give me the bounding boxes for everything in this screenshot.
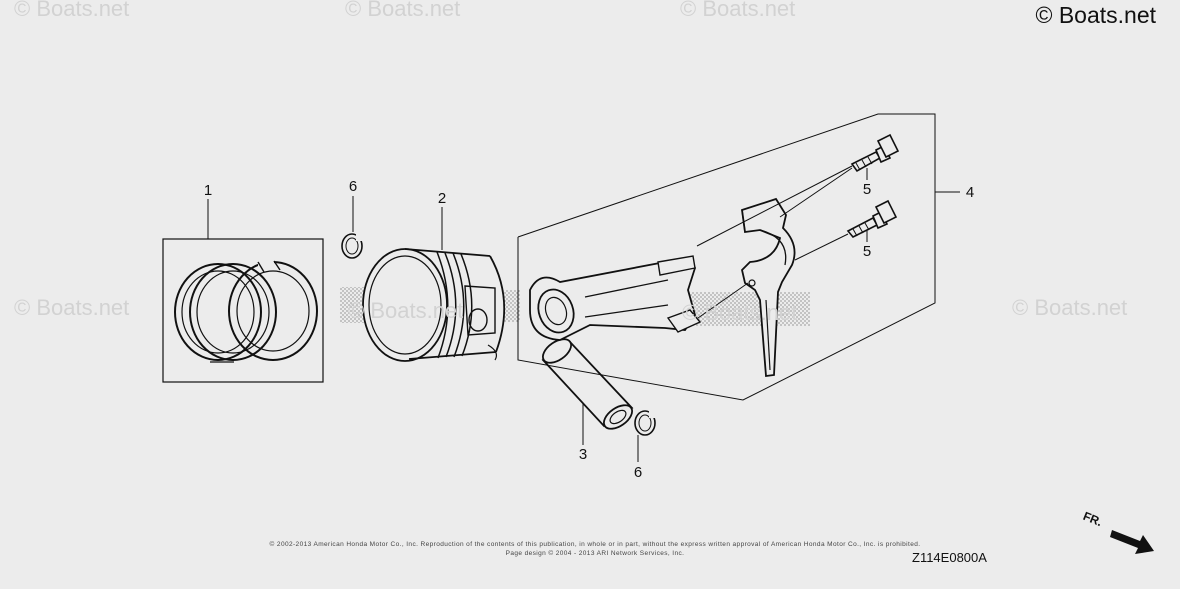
watermark-mid-right: © Boats.net [1012, 295, 1128, 320]
rod-bolt-upper[interactable] [850, 133, 900, 173]
diagram-code: Z114E0800A [912, 550, 987, 565]
watermark-top-center: © Boats.net [345, 0, 461, 21]
callout-6-upper[interactable]: 6 [348, 178, 358, 195]
callout-1[interactable]: 1 [203, 182, 213, 199]
watermark-mid-left: © Boats.net [14, 295, 130, 320]
piston-ring-set[interactable] [162, 238, 324, 383]
watermark-top-right: © Boats.net [680, 0, 796, 21]
leader-lines [207, 165, 960, 462]
legal-notice: © 2002-2013 American Honda Motor Co., In… [269, 541, 921, 548]
connecting-rod-group-outline [517, 113, 936, 401]
brand-copyright: © Boats.net [1035, 2, 1156, 28]
callout-6-lower[interactable]: 6 [633, 464, 643, 481]
connecting-rod[interactable] [529, 255, 702, 341]
callout-3[interactable]: 3 [578, 446, 588, 463]
page-design-notice: Page design © 2004 - 2013 ARI Network Se… [505, 550, 685, 557]
callout-5-lower[interactable]: 5 [862, 243, 872, 260]
piston-pin[interactable] [539, 334, 637, 433]
front-direction-arrow-icon [1110, 530, 1154, 554]
watermark-mid-center: © Boats.net [348, 298, 464, 323]
watermark-mid-right-inner: © Boats.net [682, 300, 798, 325]
piston[interactable] [362, 248, 506, 362]
connecting-rod-cap[interactable] [741, 197, 796, 378]
circlip-lower[interactable] [634, 410, 658, 436]
callout-4[interactable]: 4 [965, 184, 975, 201]
rod-bolt-lower[interactable] [846, 199, 898, 238]
circlip-upper[interactable] [341, 233, 365, 259]
watermark-top-left: © Boats.net [14, 0, 130, 21]
ring-set-box [162, 238, 324, 383]
callout-2[interactable]: 2 [437, 190, 447, 207]
callout-5-upper[interactable]: 5 [862, 181, 872, 198]
